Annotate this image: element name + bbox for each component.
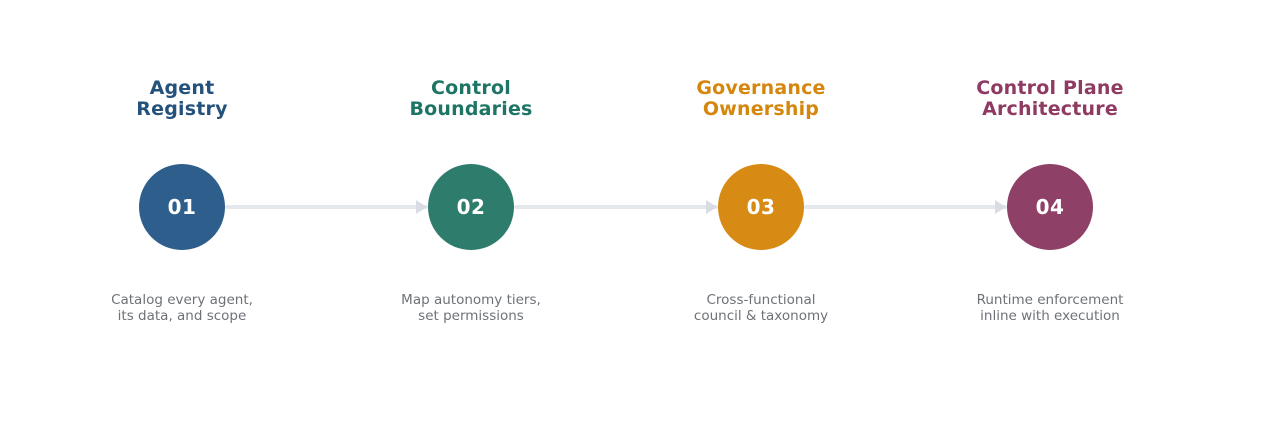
step-number-badge: 02: [428, 164, 514, 250]
arrow-right-icon: [995, 200, 1006, 214]
step-description: Cross-functional council & taxonomy: [693, 292, 829, 324]
step-number: 03: [746, 195, 776, 219]
connector-arrow: [804, 198, 1007, 216]
step-description: Runtime enforcement inline with executio…: [976, 292, 1124, 324]
step-title: Control Plane Architecture: [976, 77, 1124, 120]
step-title: Control Boundaries: [409, 77, 533, 120]
step-number: 04: [1035, 195, 1065, 219]
step-title: Agent Registry: [136, 77, 228, 120]
step-number-badge: 01: [139, 164, 225, 250]
arrow-right-icon: [706, 200, 717, 214]
step-description: Map autonomy tiers, set permissions: [401, 292, 541, 324]
connector-line: [225, 205, 428, 209]
connector-arrow: [514, 198, 718, 216]
step-number-badge: 04: [1007, 164, 1093, 250]
step-title: Governance Ownership: [696, 77, 826, 120]
step-number-badge: 03: [718, 164, 804, 250]
step-description: Catalog every agent, its data, and scope: [111, 292, 253, 324]
connector-arrow: [225, 198, 428, 216]
step-number: 01: [167, 195, 197, 219]
connector-line: [804, 205, 1007, 209]
connector-line: [514, 205, 718, 209]
arrow-right-icon: [416, 200, 427, 214]
step-number: 02: [456, 195, 486, 219]
